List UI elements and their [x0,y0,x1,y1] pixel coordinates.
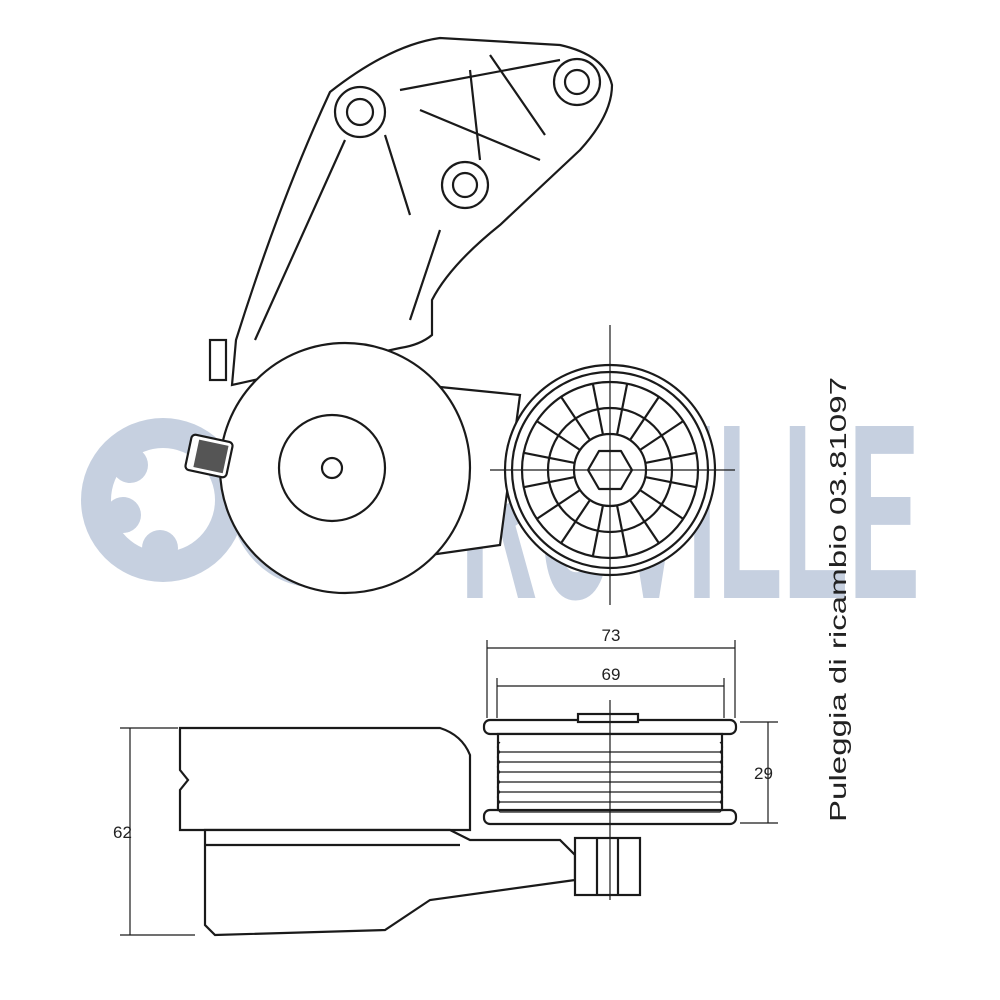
part-caption: Puleggia di ricambio 03.81097 [825,377,851,822]
tensioner-body [184,341,472,595]
pulley-spoke [645,451,697,465]
pulley-spoke [639,489,684,520]
pulley-spoke [629,499,660,544]
pulley-spoke [536,489,581,520]
pulley-spoke [560,396,591,441]
pulley-front-view [490,325,735,605]
pulley-spoke [591,383,605,435]
pulley-spoke [523,451,575,465]
pulley-spoke [523,475,575,489]
side-view [178,700,738,937]
dimension-69: 69 [602,665,621,684]
pulley-spoke [645,475,697,489]
dimension-lines [120,640,778,936]
mounting-bracket [208,36,614,387]
pulley-spoke [639,420,684,451]
dimension-62: 62 [113,823,132,842]
pulley-spoke [591,505,605,557]
dimension-29: 29 [754,764,773,783]
pulley-spoke [615,383,629,435]
pulley-spoke [629,396,660,441]
pulley-spoke [536,420,581,451]
pulley-spoke [615,505,629,557]
dimension-73: 73 [602,626,621,645]
pulley-spoke [560,499,591,544]
